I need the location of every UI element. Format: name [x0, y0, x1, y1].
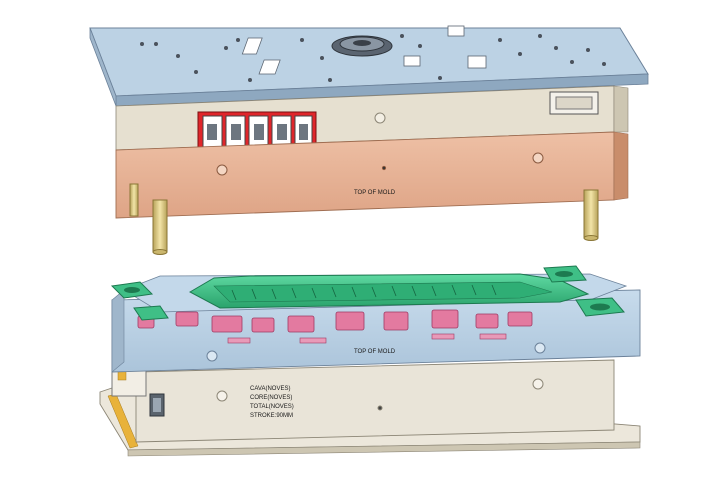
- mold-nameplate: CAVA(NOVES) CORE(NOVES) TOTAL(NOVES) STR…: [250, 386, 294, 419]
- upper-mold-half: TOP OF MOLD: [89, 25, 649, 255]
- clamp-slots: [241, 25, 487, 75]
- core-inserts-pink-lower: [227, 333, 507, 344]
- guide-bushings: [110, 265, 625, 321]
- upper-top-of-mold-label: TOP OF MOLD: [354, 190, 396, 196]
- copper-plate-holes: [216, 152, 544, 176]
- nameplate-line-2: CORE(NOVES): [250, 395, 292, 401]
- junction-box: [549, 91, 599, 115]
- locating-ring: [331, 35, 393, 57]
- molded-part-green: [188, 273, 590, 309]
- lower-top-of-mold-label: TOP OF MOLD: [354, 349, 396, 355]
- core-plate-holes: [206, 342, 546, 362]
- support-plate-lower: [135, 359, 615, 443]
- lower-mold-half: CAVA(NOVES) CORE(NOVES) TOTAL(NOVES) STR…: [99, 265, 641, 457]
- nameplate-line-1: CAVA(NOVES): [250, 386, 290, 392]
- clamp-plate-bolt-holes: [140, 34, 606, 82]
- nameplate-line-3: TOTAL(NOVES): [250, 404, 294, 410]
- guide-pillars-upper: [129, 183, 599, 255]
- nameplate-line-4: STROKE:90MM: [250, 413, 293, 419]
- core-inserts-pink: [137, 309, 533, 333]
- support-plate-holes: [216, 378, 544, 411]
